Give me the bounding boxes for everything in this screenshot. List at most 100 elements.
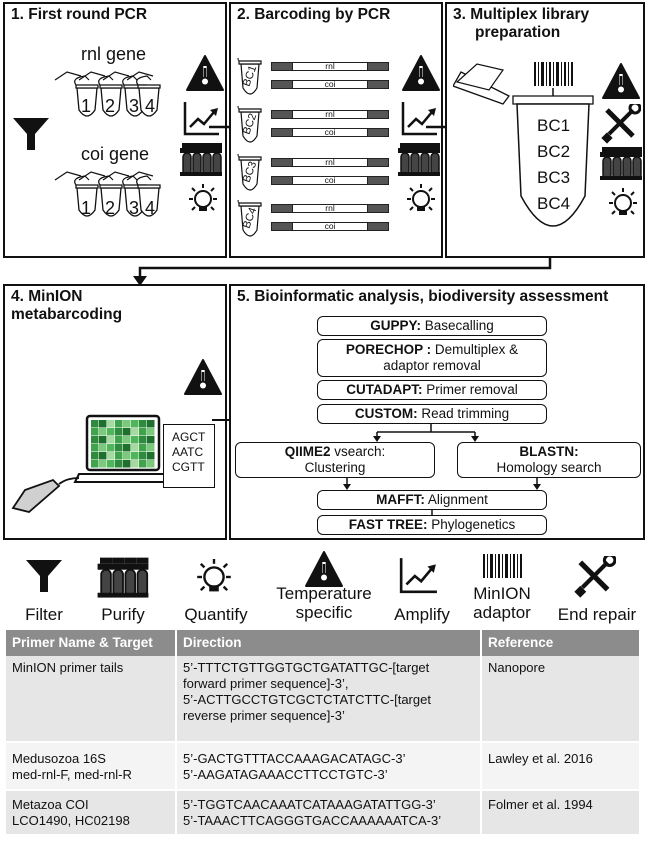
screen-cell xyxy=(123,460,131,468)
tube-num: 3 xyxy=(129,96,140,116)
amplicon-bar: coi xyxy=(271,80,389,89)
screen-cell xyxy=(99,460,107,468)
screen-cell xyxy=(147,420,155,428)
legend-temperature: Temperature specific xyxy=(262,584,386,622)
panel-title-line2: preparation xyxy=(475,24,561,41)
step-desc: Basecalling xyxy=(420,318,494,333)
cell-reference: Folmer et al. 1994 xyxy=(480,789,639,834)
cell-primer: MinION primer tails xyxy=(6,656,176,742)
step-blastn: BLASTN:Homology search xyxy=(457,442,641,478)
screen-cell xyxy=(115,420,123,428)
legend-minion: MinION adaptor xyxy=(462,584,542,622)
step-desc: Read trimming xyxy=(417,406,510,421)
screen-cell xyxy=(99,420,107,428)
panel-first-round-pcr: 1. First round PCR rnl gene coi gene 1 2… xyxy=(3,2,227,258)
screen-cell xyxy=(147,460,155,468)
tube-num: 1 xyxy=(81,198,92,218)
amplicon-bar: rnl xyxy=(271,62,389,71)
barcode-icon xyxy=(483,554,522,578)
tube-num: 4 xyxy=(145,96,156,116)
legend-minion-line2: adaptor xyxy=(473,603,531,622)
screen-cell xyxy=(139,444,147,452)
gene-label: rnl xyxy=(325,157,335,167)
filter-icon xyxy=(26,560,62,592)
screen-cell xyxy=(139,436,147,444)
screen-cell xyxy=(99,452,107,460)
step-porechop: PORECHOP : Demultiplex &adaptor removal xyxy=(317,339,547,377)
panel-title: 1. First round PCR xyxy=(11,6,148,23)
library-barcode: BC1 xyxy=(537,116,571,135)
branch-arrows xyxy=(343,424,541,490)
gene-label: rnl xyxy=(325,61,335,71)
amplicon-bar: coi xyxy=(271,128,389,137)
cell-line: 5’-TAAACTTCAGGGTGACCAAAAAATCA-3’ xyxy=(183,813,442,828)
tube-num: 1 xyxy=(81,96,92,116)
tube-num: 2 xyxy=(105,198,116,218)
screen-cell xyxy=(147,444,155,452)
panel-multiplex-library: 3. Multiplex library preparation BC1 BC2… xyxy=(445,2,645,258)
legend-quantify: Quantify xyxy=(184,605,248,624)
header-reference: Reference xyxy=(480,630,639,656)
cell-direction: 5’-GACTGTTTACCAAAGACATAGC-3’ 5’-AAGATAGA… xyxy=(175,741,481,790)
tube-icon xyxy=(237,106,262,143)
amplicon-bar: rnl xyxy=(271,158,389,167)
primer-table: Primer Name & Target Direction Reference… xyxy=(6,630,639,834)
seq-line: AGCT xyxy=(172,430,206,444)
cell-line: MinION primer tails xyxy=(12,660,124,675)
step-tool: MAFFT: xyxy=(376,492,425,507)
screen-cell xyxy=(99,444,107,452)
table-header-row: Primer Name & Target Direction Reference xyxy=(6,630,639,656)
screen-cell xyxy=(131,460,139,468)
legend-temp-line1: Temperature xyxy=(276,584,372,603)
cell-line: 5’-GACTGTTTACCAAAGACATAGC-3’ xyxy=(183,751,406,766)
step-desc: Homology search xyxy=(496,460,602,475)
screen-cell xyxy=(139,452,147,460)
step-desc: Primer removal xyxy=(422,382,518,397)
tube-icon xyxy=(237,58,262,95)
cell-primer: Medusozoa 16S med-rnl-F, med-rnl-R xyxy=(6,741,176,790)
screen-cell xyxy=(123,420,131,428)
amplify-icon xyxy=(399,556,439,594)
tube-icon xyxy=(237,200,262,237)
step-desc: Clustering xyxy=(304,460,366,475)
cell-primer: Metazoa COI LCO1490, HC02198 xyxy=(6,789,176,834)
header-direction: Direction xyxy=(175,630,481,656)
screen-cell xyxy=(91,460,99,468)
screen-cell xyxy=(99,428,107,436)
screen-cell xyxy=(115,428,123,436)
panel-title: 3. Multiplex library xyxy=(453,6,590,23)
step-fasttree: FAST TREE: Phylogenetics xyxy=(317,515,547,535)
screen-cell xyxy=(139,428,147,436)
screen-cell xyxy=(107,452,115,460)
screen-cell xyxy=(115,436,123,444)
panel-minion: 4. MinION metabarcoding AGCT AATC CGTT xyxy=(3,284,227,540)
cell-line: 5’-TTTCTGTTGGTGCTGATATTGC-[target xyxy=(183,660,430,675)
panel-title: 5. Bioinformatic analysis, biodiversity … xyxy=(237,288,609,305)
step-qiime: QIIME2 vsearch:Clustering xyxy=(235,442,435,478)
step-desc: vsearch: xyxy=(330,444,386,459)
screen-cell xyxy=(123,452,131,460)
screen-cell xyxy=(131,452,139,460)
cell-line: 5’-AAGATAGAAACCTTCCTGTC-3’ xyxy=(183,767,388,782)
screen-cell xyxy=(107,436,115,444)
step-mafft: MAFFT: Alignment xyxy=(317,490,547,510)
screen-cell xyxy=(91,420,99,428)
screen-cell xyxy=(107,420,115,428)
gene-label: coi xyxy=(324,127,336,137)
seq-line: CGTT xyxy=(172,460,205,474)
cell-line: 5’-TGGTCAACAAATCATAAAGATATTGG-3’ xyxy=(183,797,436,812)
screen-cell xyxy=(123,444,131,452)
screen-cell xyxy=(115,452,123,460)
tube-strip-rnl xyxy=(54,71,161,117)
cell-reference: Nanopore xyxy=(480,656,639,742)
step-custom: CUSTOM: Read trimming xyxy=(317,404,547,424)
legend-filter: Filter xyxy=(25,605,63,624)
step-tool: CUTADAPT: xyxy=(346,382,423,397)
cell-line: Medusozoa 16S xyxy=(12,751,106,766)
screen-cell xyxy=(147,452,155,460)
gene-label-coi: coi gene xyxy=(81,144,150,164)
cell-line: forward primer sequence]-3’, xyxy=(183,676,349,691)
table-row: MinION primer tails 5’-TTTCTGTTGGTGCTGAT… xyxy=(6,656,639,742)
quantify-icon xyxy=(195,557,233,593)
amplicon-bar: coi xyxy=(271,176,389,185)
